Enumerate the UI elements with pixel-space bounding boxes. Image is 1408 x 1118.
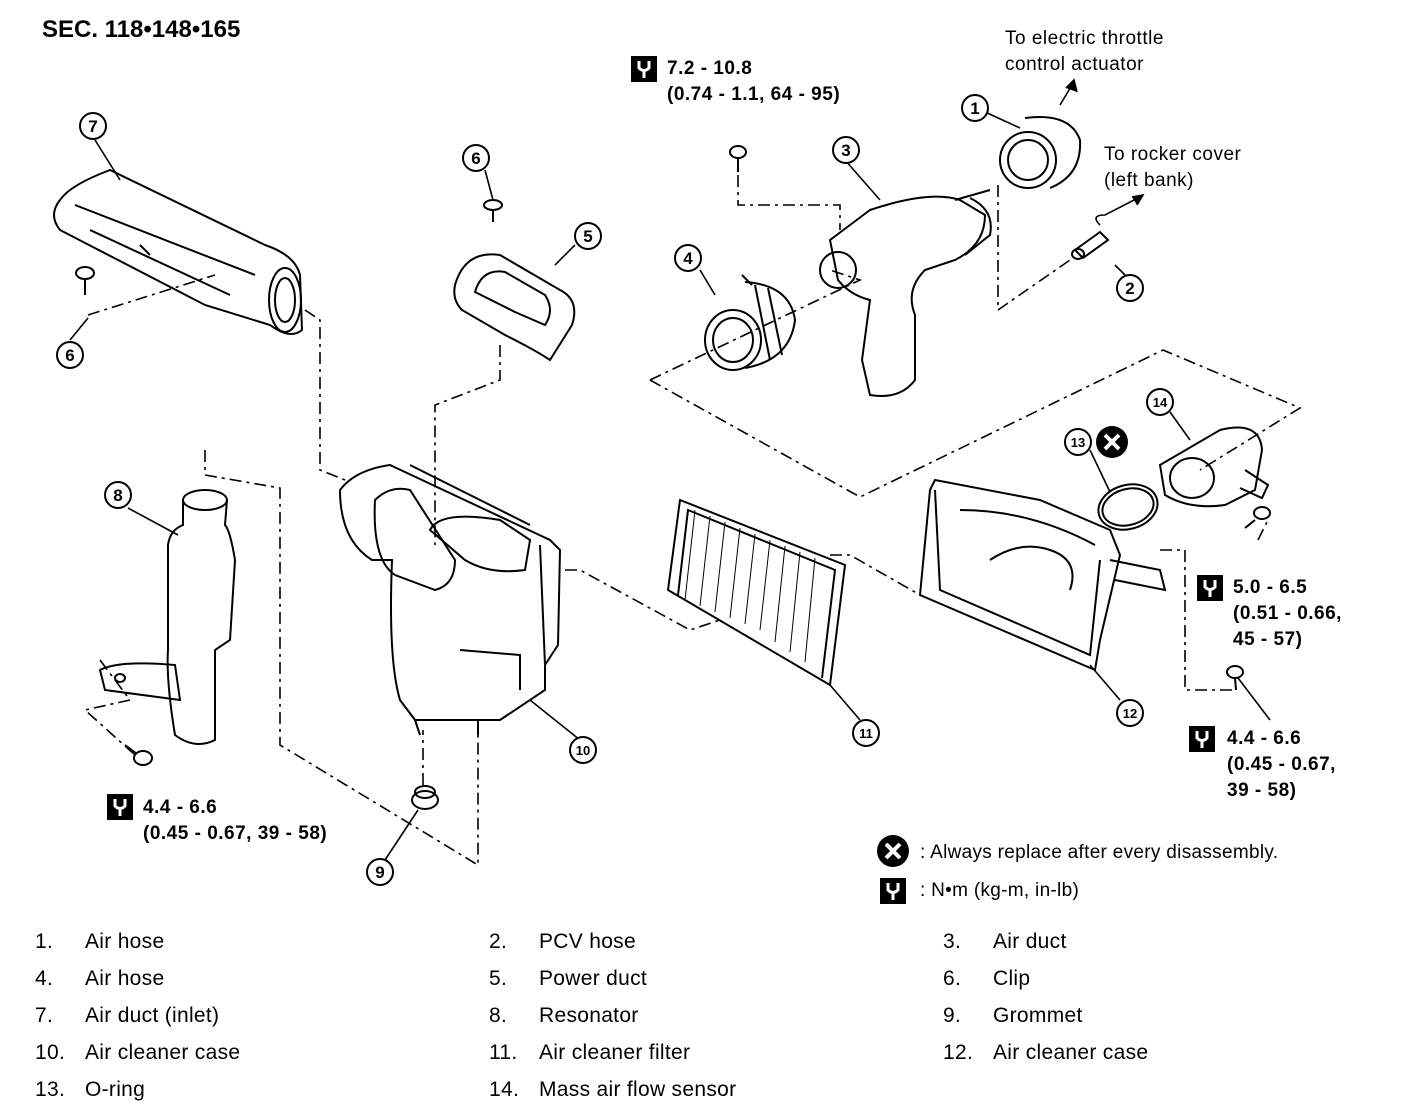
pcv-hose-part: [1071, 230, 1110, 260]
svg-text:8: 8: [113, 486, 122, 505]
leader-lines: [69, 111, 1271, 861]
legend-replace-icon: [877, 835, 909, 867]
clip-top-part: [483, 199, 503, 222]
callout-5: 5: [574, 222, 602, 250]
arrow-throttle: [1059, 78, 1078, 106]
svg-text:9: 9: [375, 863, 384, 882]
bolt-maf-part: [1244, 506, 1271, 529]
callout-8: 8: [104, 481, 132, 509]
torque-icon: [1197, 575, 1223, 601]
air-duct-part: [819, 189, 992, 397]
clip-left-part: [75, 266, 95, 295]
callout-13: 13: [1064, 428, 1092, 456]
resonator-part: [98, 489, 237, 745]
air-hose-upper-part: [999, 116, 1082, 189]
svg-text:10: 10: [576, 743, 590, 758]
bolt-case-part: [1226, 665, 1244, 691]
callouts: 1 2 3 4 5 6 6 7 8 9 10 11 12 13 14: [56, 94, 1174, 886]
torque-spec-maf: 5.0 - 6.5 (0.51 - 0.66, 45 - 57): [1233, 577, 1342, 650]
svg-text:2: 2: [1125, 279, 1134, 298]
svg-text:4: 4: [683, 249, 693, 268]
svg-text:6: 6: [65, 346, 74, 365]
svg-text:7: 7: [88, 117, 97, 136]
o-ring-part: [1097, 483, 1159, 531]
torque-spec-resonator: 4.4 - 6.6 (0.45 - 0.67, 39 - 58): [143, 797, 328, 844]
air-cleaner-case-upper-part: [918, 478, 1167, 672]
legend-replace: : Always replace after every disassembly…: [920, 842, 1279, 863]
bolt-duct-part: [729, 145, 747, 172]
callout-11: 11: [852, 719, 880, 747]
legend-unit: : N•m (kg-m, in-lb): [920, 880, 1080, 901]
callout-6-top: 6: [462, 144, 490, 172]
air-hose-lower-part: [704, 274, 797, 371]
callout-4: 4: [674, 244, 702, 272]
svg-text:14: 14: [1153, 395, 1168, 410]
parts-list: 1.Air hose 2.PCV hose 3.Air duct 4.Air h…: [35, 930, 1149, 1101]
svg-text:12: 12: [1123, 706, 1137, 721]
callout-10: 10: [569, 736, 597, 764]
section-title: SEC. 118•148•165: [42, 16, 241, 43]
air-duct-inlet-part: [53, 168, 304, 335]
callout-12: 12: [1116, 699, 1144, 727]
arrow-rocker: [1095, 193, 1145, 226]
air-cleaner-filter-part: [666, 498, 847, 687]
annotation-throttle: To electric throttle control actuator: [1005, 28, 1164, 75]
torque-icon: [107, 794, 133, 820]
callout-7: 7: [79, 112, 107, 140]
callout-2: 2: [1116, 274, 1144, 302]
torque-spec-duct: 7.2 - 10.8 (0.74 - 1.1, 64 - 95): [667, 58, 841, 105]
grommet-part: [411, 785, 439, 810]
svg-text:5: 5: [583, 227, 592, 246]
legend-torque-icon: [880, 878, 906, 904]
annotation-rocker: To rocker cover (left bank): [1104, 144, 1242, 191]
callout-14: 14: [1146, 388, 1174, 416]
torque-icon: [631, 56, 657, 82]
air-cleaner-case-lower-part: [338, 463, 562, 736]
svg-text:3: 3: [841, 141, 850, 160]
svg-text:6: 6: [471, 149, 480, 168]
svg-text:1: 1: [970, 99, 979, 118]
mass-air-flow-sensor-part: [1158, 426, 1270, 508]
callout-1: 1: [961, 94, 989, 122]
torque-icon: [1189, 726, 1215, 752]
bolt-resonator-part: [124, 744, 153, 766]
callout-6-left: 6: [56, 341, 84, 369]
callout-9: 9: [366, 858, 394, 886]
power-duct-part: [453, 253, 576, 362]
replace-icon: [1096, 426, 1128, 458]
assembly-lines: [83, 175, 1302, 867]
torque-spec-case: 4.4 - 6.6 (0.45 - 0.67, 39 - 58): [1227, 728, 1336, 801]
svg-text:11: 11: [859, 726, 873, 741]
callout-3: 3: [832, 136, 860, 164]
svg-text:13: 13: [1071, 435, 1085, 450]
